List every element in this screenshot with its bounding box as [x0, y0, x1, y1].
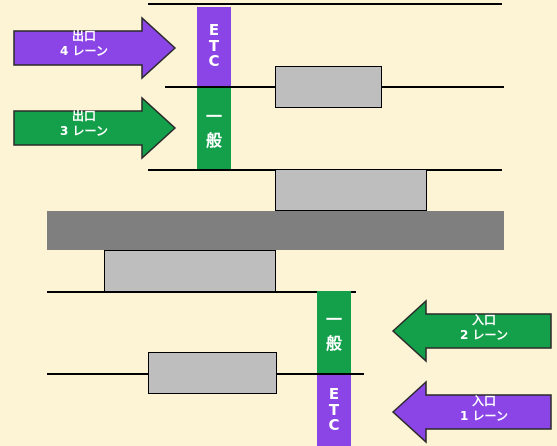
etc-booth-entrance: E T C [317, 375, 351, 446]
toll-island-entrance-lower [148, 352, 277, 394]
entrance-lane-1-arrow-icon [391, 380, 552, 444]
central-median [47, 211, 504, 250]
etc-booth-exit-char-2: T [208, 36, 220, 55]
exit-lane-3-label-line1: 出口 [71, 109, 96, 123]
entrance-lane-2-label-line2: 2 レーン [460, 328, 508, 342]
entrance-lane-1-label: 入口 1 レーン [442, 394, 526, 424]
entrance-lane-1-label-line1: 入口 [471, 394, 496, 408]
entrance-lane-1-label-line2: 1 レーン [460, 409, 508, 423]
exit-lane-4-label: 出口 4 レーン [44, 29, 124, 59]
exit-lane-3-label-line2: 3 レーン [60, 124, 108, 138]
exit-lane-3-arrow-icon [13, 96, 177, 160]
etc-booth-exit-char-1: E [208, 20, 220, 39]
etc-booth-entrance-char-1: E [328, 384, 340, 403]
exit-lane-4-arrow-icon [13, 16, 177, 80]
general-booth-entrance: 一 般 [317, 291, 351, 373]
entrance-lane-2-label: 入口 2 レーン [442, 313, 526, 343]
lane-line-entrance-top [47, 291, 356, 293]
etc-booth-exit-char-3: C [208, 52, 220, 71]
toll-island-exit-upper [275, 66, 382, 108]
entrance-lane-2-arrow-icon [391, 299, 552, 363]
etc-booth-entrance-char-3: C [328, 416, 340, 435]
exit-lane-3-label: 出口 3 レーン [44, 109, 124, 139]
lane-line-top [148, 3, 502, 5]
general-booth-entrance-char-1: 一 [325, 310, 342, 329]
toll-island-entrance-upper [104, 250, 276, 292]
general-booth-exit-char-2: 般 [205, 130, 222, 150]
toll-island-exit-lower [275, 169, 427, 211]
exit-lane-4-label-line1: 出口 [71, 29, 96, 43]
entrance-lane-2-label-line1: 入口 [471, 313, 496, 327]
etc-booth-entrance-char-2: T [328, 400, 340, 419]
etc-booth-exit: E T C [197, 7, 231, 86]
general-booth-entrance-char-2: 般 [325, 334, 342, 353]
general-booth-exit-char-1: 一 [205, 106, 222, 126]
general-booth-exit: 一 般 [197, 88, 231, 169]
exit-lane-4-label-line2: 4 レーン [60, 44, 108, 58]
